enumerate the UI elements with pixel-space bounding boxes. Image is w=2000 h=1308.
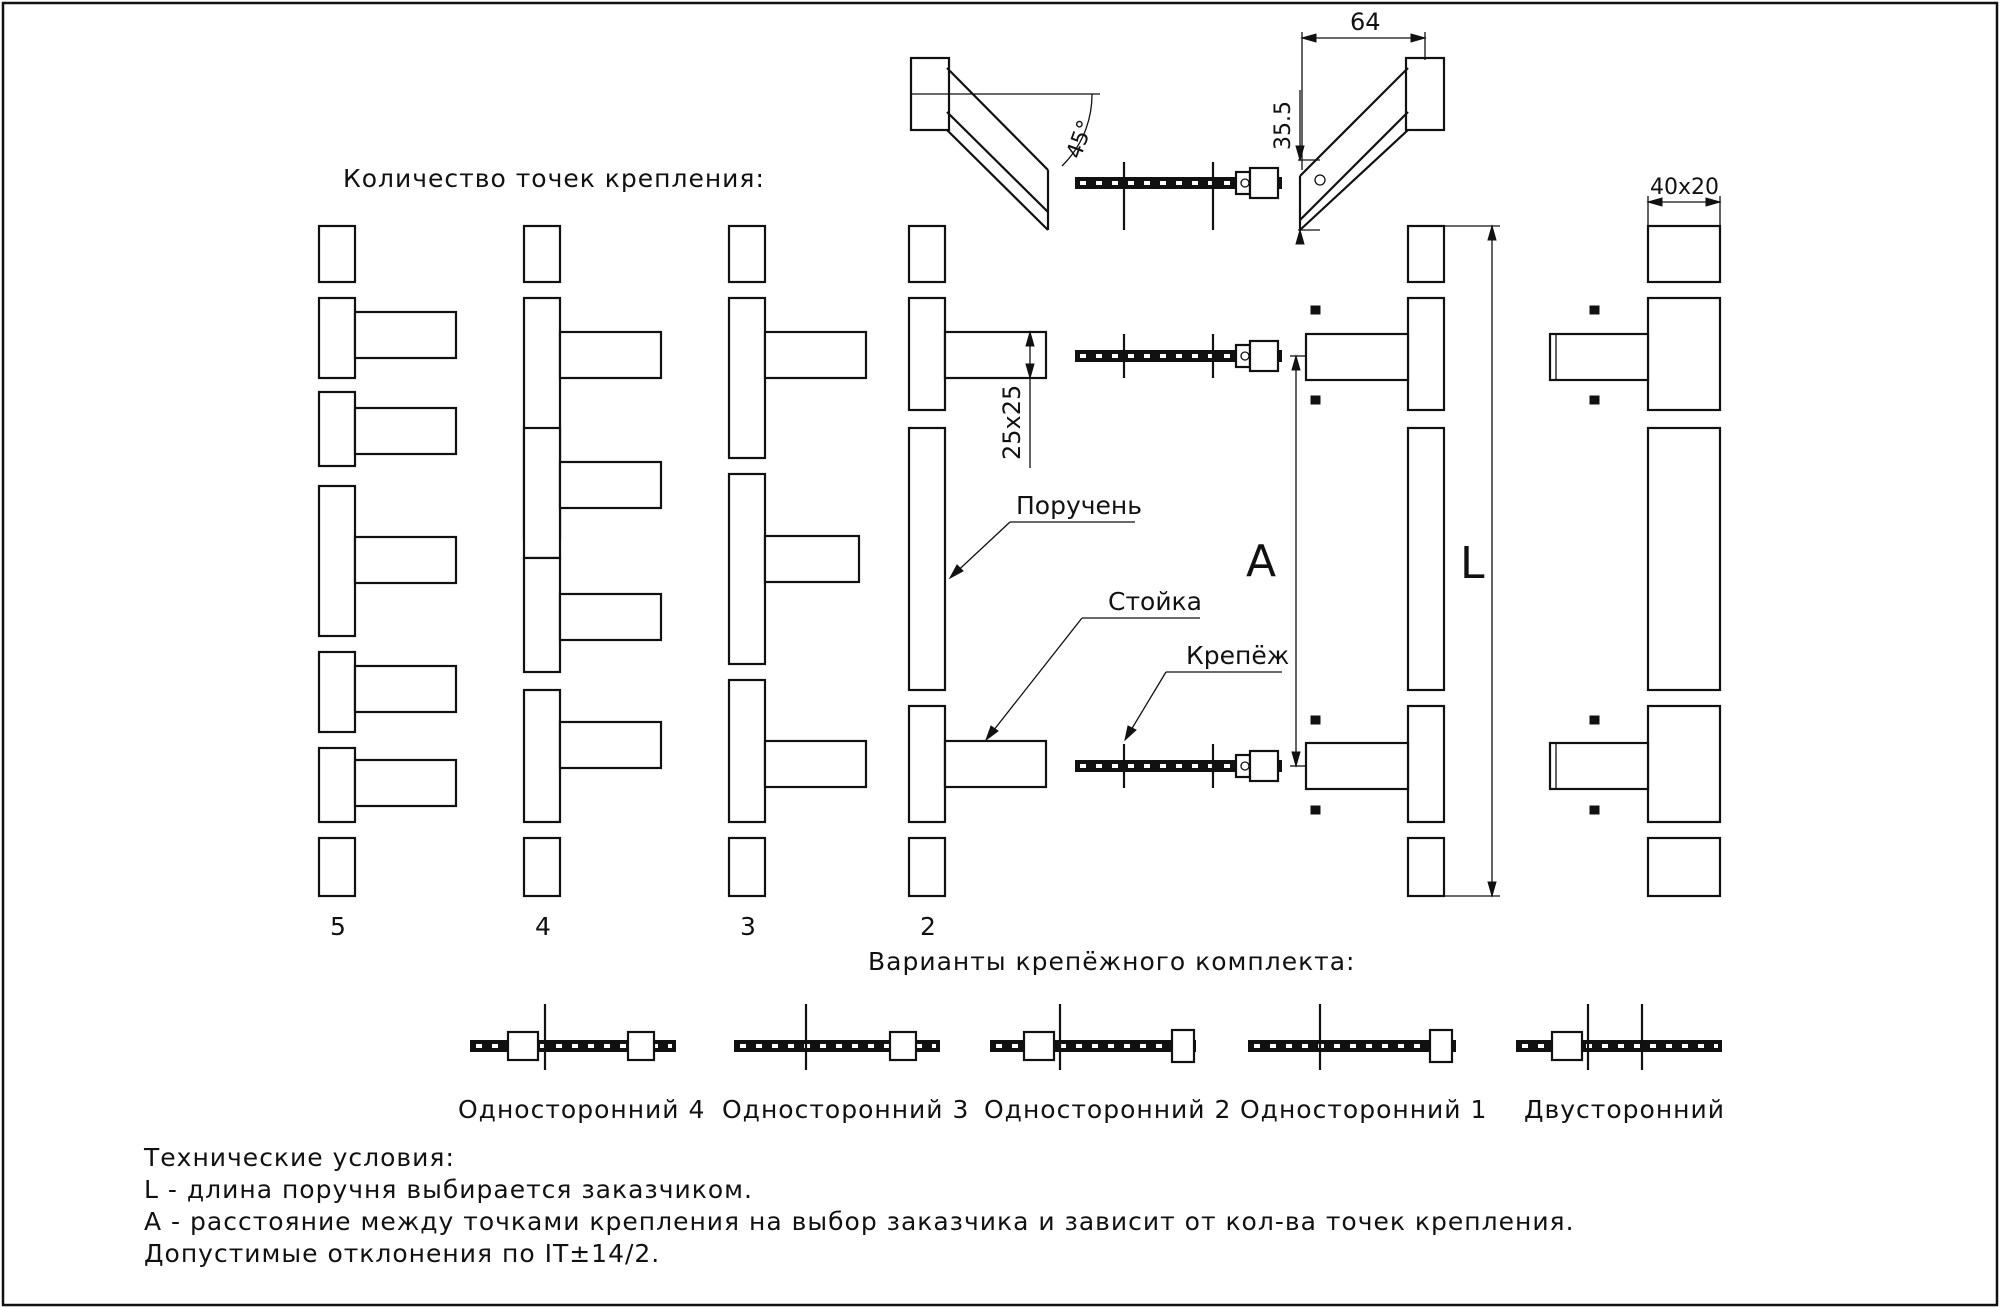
bolt-head-icon <box>1310 305 1321 815</box>
variant-label: Односторонний 3 <box>722 1095 969 1124</box>
handrail-side-view: A L <box>1246 224 1500 898</box>
fastener-middle <box>1075 334 1282 378</box>
variant-label: Односторонний 1 <box>1240 1095 1487 1124</box>
handrail-variant-2: 2 25x25 Поручень Стойка <box>907 224 1202 941</box>
count-2-label: 2 <box>920 912 936 941</box>
variants-title: Варианты крепёжного комплекта: <box>868 947 1355 976</box>
post-arm <box>763 330 868 789</box>
count-3-label: 3 <box>740 912 756 941</box>
fastener-top <box>1075 162 1282 230</box>
tech-condition-line: A - расстояние между точками крепления н… <box>144 1207 1575 1236</box>
dim-40x20-label: 40x20 <box>1650 175 1719 200</box>
dim-A-label: A <box>1246 536 1276 587</box>
dimension-64: 64 <box>1300 8 1427 170</box>
dimension-40x20: 40x20 <box>1646 175 1722 226</box>
handrail-variant-4: 4 <box>522 224 663 941</box>
fastener-variant-3 <box>990 1004 1196 1070</box>
fastener-variant-2 <box>734 1004 940 1070</box>
mount-points-title: Количество точек крепления: <box>343 164 765 193</box>
handrail-tube-3 <box>727 224 767 898</box>
callout-post: Стойка <box>984 587 1202 742</box>
fastener-variant-1 <box>470 1004 676 1070</box>
tech-condition-line: Допустимые отклонения по IT±14/2. <box>144 1239 660 1268</box>
count-5-label: 5 <box>330 912 346 941</box>
dim-35-5-label: 35.5 <box>1271 101 1296 150</box>
dimension-25x25: 25x25 <box>998 330 1046 468</box>
count-4-label: 4 <box>535 912 551 941</box>
variant-label: Односторонний 4 <box>458 1095 705 1124</box>
fastener-variant-5 <box>1516 1004 1722 1070</box>
variant-label: Односторонний 2 <box>984 1095 1231 1124</box>
dimension-35-5: 35.5 <box>1271 90 1320 245</box>
fastener-variant-4 <box>1248 1004 1456 1070</box>
dim-45deg-label: 45° <box>1062 117 1099 162</box>
handrail-tube-5 <box>317 224 357 898</box>
callout-fastener-label: Крепёж <box>1186 641 1289 670</box>
dim-L-label: L <box>1460 538 1485 589</box>
callout-post-label: Стойка <box>1108 587 1202 616</box>
dim-25x25-label: 25x25 <box>998 385 1026 460</box>
callout-handrail: Поручень <box>948 491 1142 580</box>
post-arm <box>353 310 458 808</box>
handrail-profile-40x20: 40x20 <box>1548 175 1722 898</box>
bolt-head-icon <box>1589 305 1600 815</box>
fastener-bottom <box>1075 744 1282 788</box>
angled-bracket-left: 45° <box>909 56 1100 231</box>
handrail-variant-3: 3 <box>727 224 868 941</box>
callout-handrail-label: Поручень <box>1016 491 1142 520</box>
tech-conditions-title: Технические условия: <box>143 1143 455 1172</box>
callout-fastener: Крепёж <box>1124 641 1289 742</box>
handrail-tube-2 <box>907 224 947 898</box>
variant-label: Двусторонний <box>1524 1095 1725 1124</box>
angled-bracket-right: 64 35.5 <box>1271 8 1446 245</box>
dimension-A: A <box>1246 354 1306 768</box>
handrail-tube-4 <box>522 224 562 898</box>
dimension-L: L <box>1444 224 1500 898</box>
tech-condition-line: L - длина поручня выбирается заказчиком. <box>144 1175 753 1204</box>
post-arm <box>943 330 1048 789</box>
dim-64-label: 64 <box>1350 8 1381 36</box>
handrail-variant-5: 5 <box>317 224 458 941</box>
post-arm <box>558 330 663 770</box>
